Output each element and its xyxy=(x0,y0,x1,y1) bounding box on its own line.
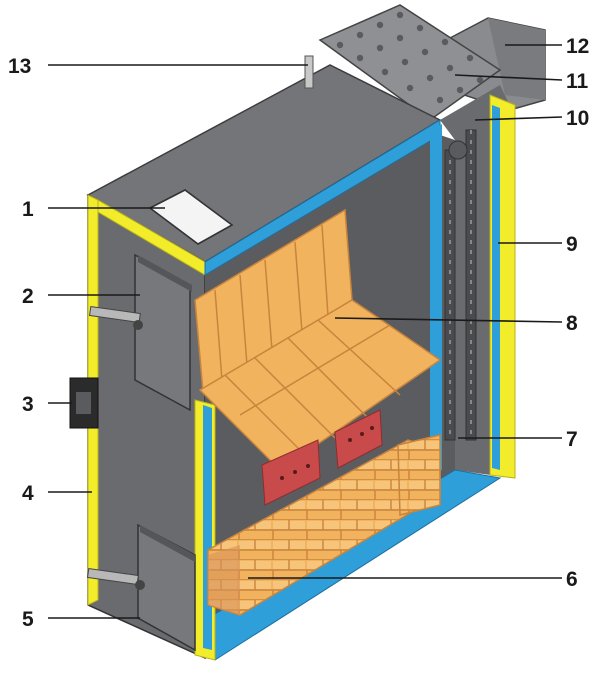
callout-1: 1 xyxy=(22,198,34,221)
callout-11: 11 xyxy=(566,70,589,93)
callout-2: 2 xyxy=(22,285,34,308)
callout-7: 7 xyxy=(566,428,578,451)
inner-water-jacket-right xyxy=(492,105,500,470)
upper-door xyxy=(88,253,192,412)
callout-5: 5 xyxy=(22,608,34,631)
upper-door-handle xyxy=(88,305,141,323)
cover-bolts xyxy=(336,11,484,104)
leader-11 xyxy=(454,74,563,81)
air-regulator xyxy=(69,377,99,429)
lower-door-handle xyxy=(86,567,139,585)
leader-10 xyxy=(474,116,563,121)
inner-water-jacket-rear xyxy=(430,124,442,475)
lower-door xyxy=(86,523,196,652)
heat-exchanger-tubes xyxy=(444,129,477,441)
callout-12: 12 xyxy=(566,35,589,58)
control-panel-window xyxy=(148,189,234,245)
grate xyxy=(261,409,383,506)
leader-8 xyxy=(334,317,563,323)
sensor-tube xyxy=(304,55,314,89)
callout-3: 3 xyxy=(22,393,34,416)
callout-10: 10 xyxy=(566,107,589,130)
firebrick-rear-wall xyxy=(194,208,442,471)
ash-chamber-bricks xyxy=(207,434,441,616)
callout-9: 9 xyxy=(566,233,578,256)
top-cover-plate xyxy=(318,4,502,121)
callout-labels: 13 12 11 10 1 9 2 8 3 7 4 6 5 xyxy=(8,35,589,631)
callout-13: 13 xyxy=(8,55,31,78)
callout-8: 8 xyxy=(566,312,578,335)
callout-6: 6 xyxy=(566,568,578,591)
callout-4: 4 xyxy=(22,482,34,505)
